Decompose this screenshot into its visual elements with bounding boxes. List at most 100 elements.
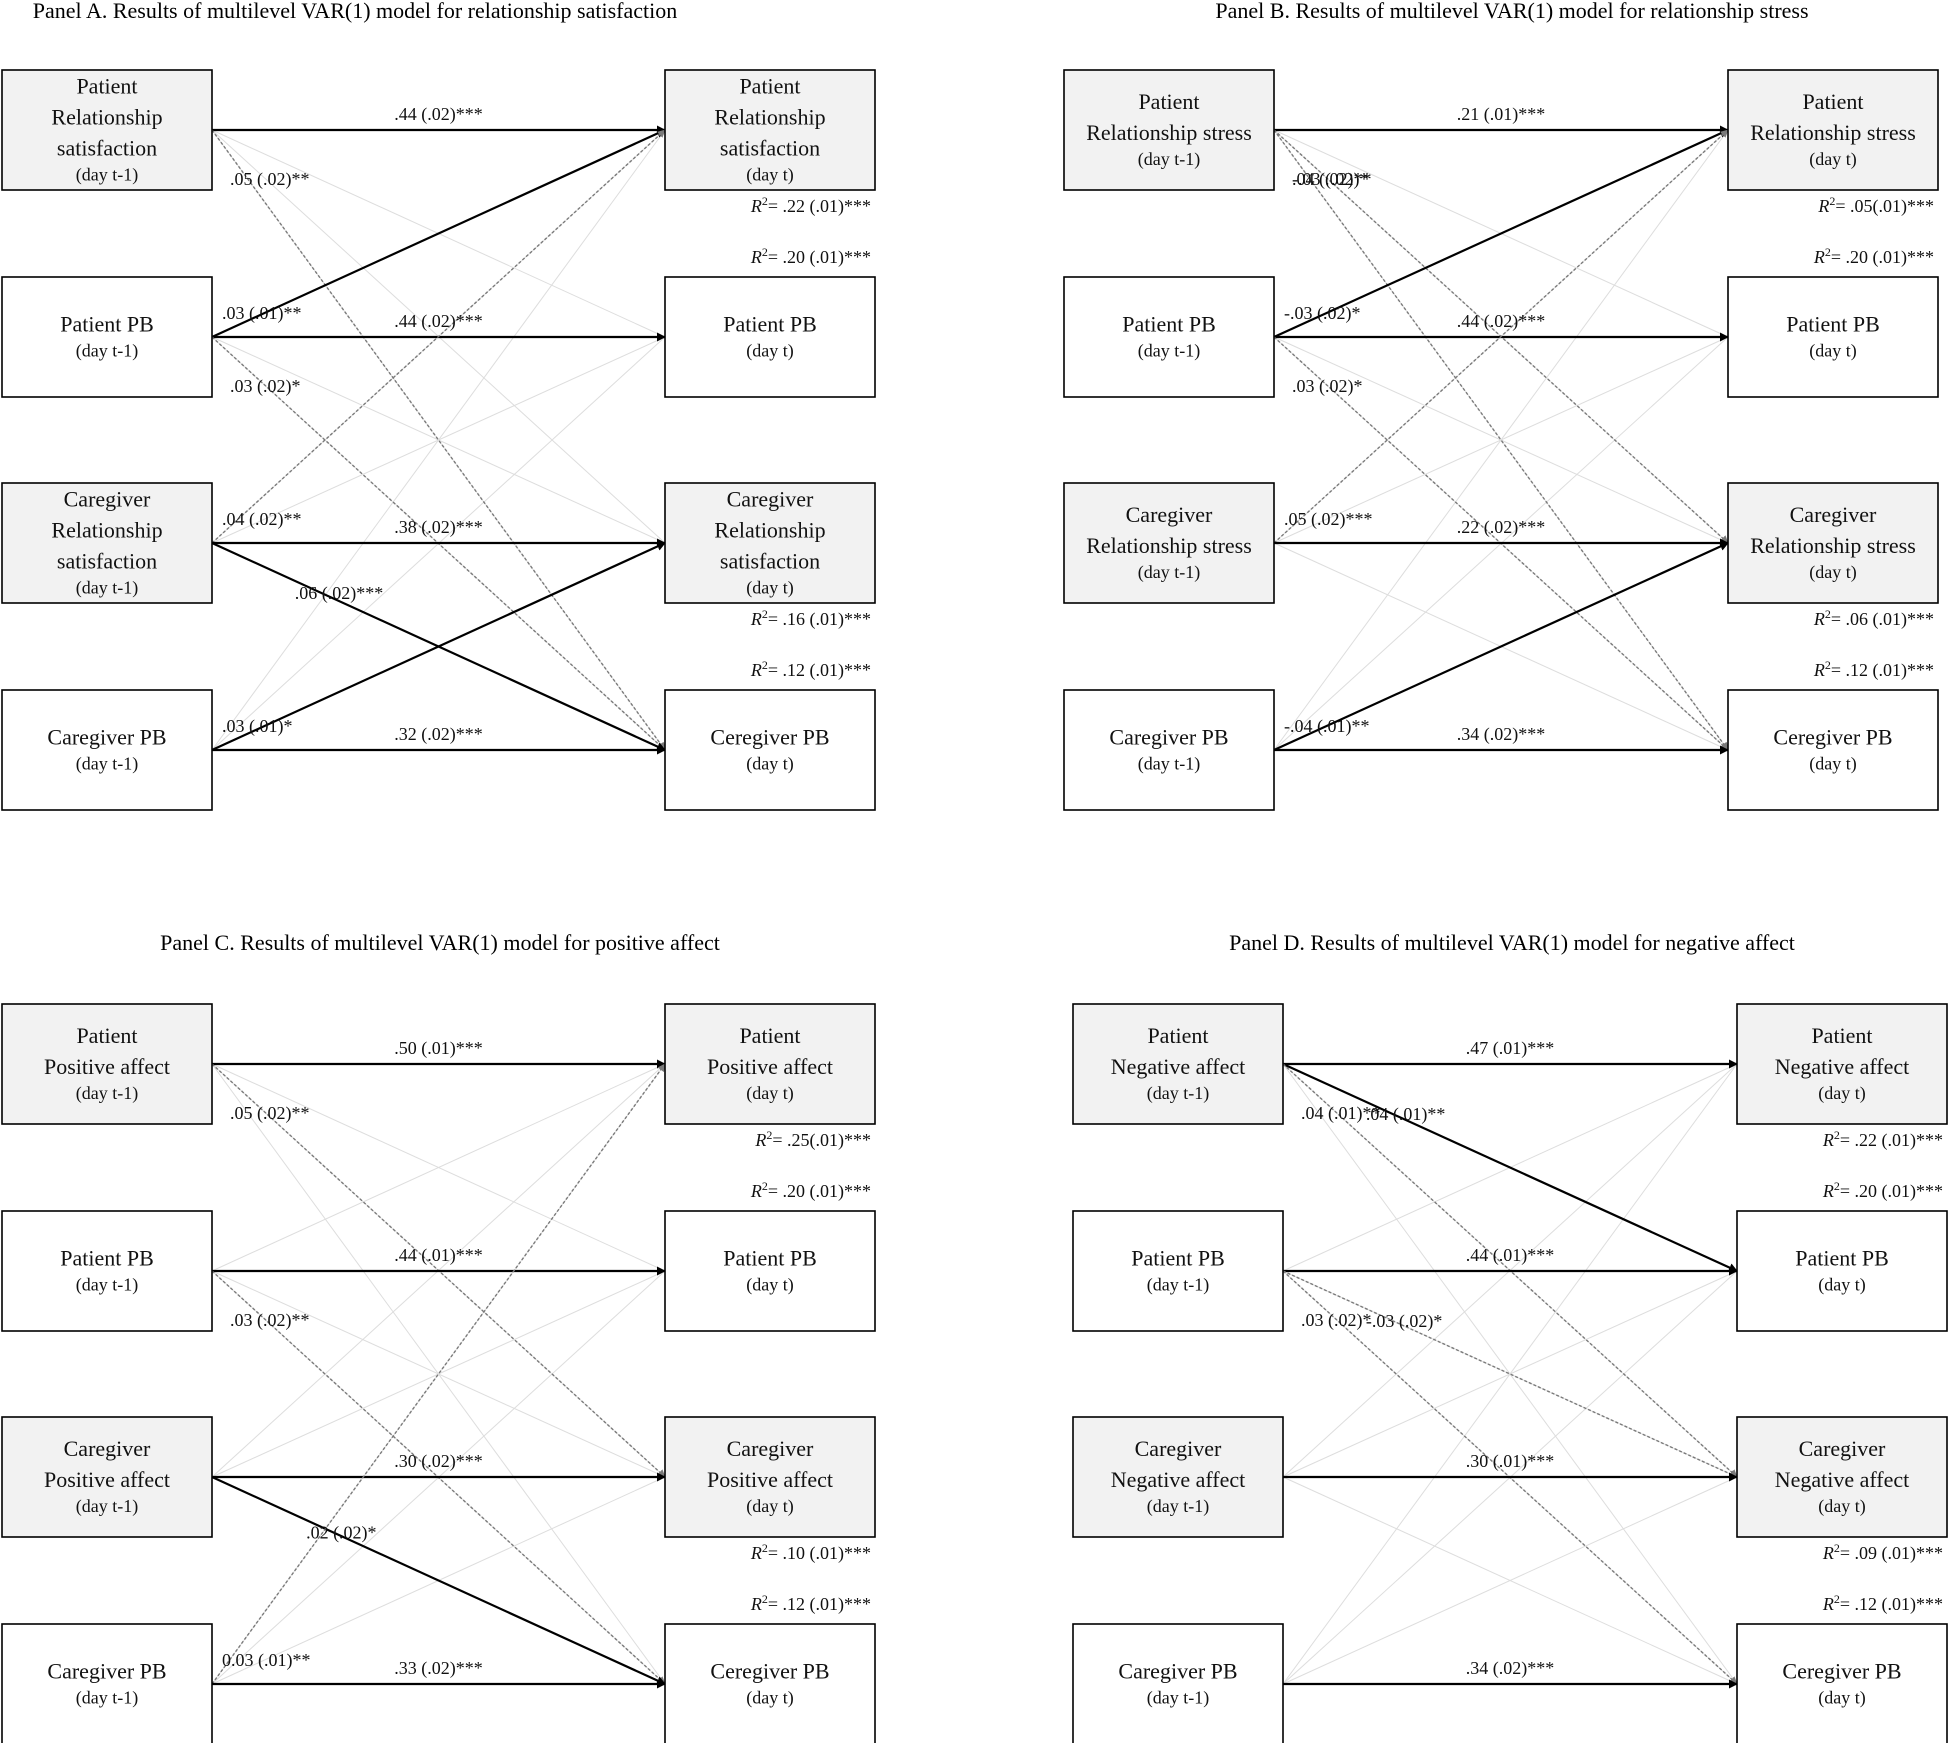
r-squared-symbol: R xyxy=(754,1130,766,1150)
node-time-label: (day t) xyxy=(1809,341,1856,362)
panel-c-path-label: .44 (.01)*** xyxy=(394,1245,483,1266)
panel-a-path-label: .44 (.02)*** xyxy=(394,311,483,332)
panel-d-left-node-patient-pb: Patient PB(day t-1) xyxy=(1072,1210,1284,1332)
node-label: Caregiver xyxy=(1790,502,1877,527)
panel-b-path-label: .03 (.02)* xyxy=(1292,376,1363,397)
panel-b-left-node-caregiver-pb: Caregiver PB(day t-1) xyxy=(1063,689,1275,811)
node-label: Caregiver xyxy=(1135,1436,1222,1461)
node-time-label: (day t-1) xyxy=(1138,562,1200,583)
node-time-label: (day t-1) xyxy=(76,1688,138,1709)
node-label: Negative affect xyxy=(1775,1467,1910,1492)
node-time-label: (day t-1) xyxy=(1138,341,1200,362)
panel-c-path-label: .30 (.02)*** xyxy=(394,1451,483,1472)
node-label: satisfaction xyxy=(720,136,820,161)
node-time-label: (day t-1) xyxy=(1147,1688,1209,1709)
panel-c-path-2-to-3 xyxy=(211,1475,666,1686)
r-squared-symbol: R xyxy=(1813,609,1825,629)
panel-a-left-node-patient-pb: Patient PB (day t-1) xyxy=(1,276,213,398)
r-squared-superscript: 2 xyxy=(1834,1541,1840,1555)
panel-a-r-squared: R2= .16 (.01)*** xyxy=(750,607,871,630)
panel-b-path-label: -.03 (.02)* xyxy=(1292,169,1368,190)
panel-c-left-node-caregiver-pb: Caregiver PB (day t-1) xyxy=(1,1623,213,1743)
node-label: Relationship xyxy=(51,105,162,130)
panel-b-r-squared: R2= .06 (.01)*** xyxy=(1813,607,1934,630)
r-squared-value: = .12 (.01)*** xyxy=(1840,1594,1943,1615)
node-time-label: (day t) xyxy=(746,754,793,775)
panel-d-left-node-caregiver-pb: Caregiver PB(day t-1) xyxy=(1072,1623,1284,1743)
node-time-label: (day t) xyxy=(1809,754,1856,775)
panel-c-right-node-patient-pb: Patient PB(day t) xyxy=(664,1210,876,1332)
panel-d-path-label: .04 (.01)** xyxy=(1301,1103,1381,1124)
r-squared-symbol: R xyxy=(750,660,762,680)
panel-b-left-node-patient-pb: Patient PB (day t-1) xyxy=(1063,276,1275,398)
node-time-label: (day t-1) xyxy=(76,578,138,599)
node-label: Patient xyxy=(739,74,800,99)
r-squared-symbol: R xyxy=(750,196,762,216)
panel-d-right-node-patient-pb: Patient PB(day t) xyxy=(1736,1210,1948,1332)
node-time-label: (day t) xyxy=(746,1275,793,1296)
r-squared-symbol: R xyxy=(1822,1130,1834,1150)
panel-c-path-label: .33 (.02)*** xyxy=(394,1658,483,1679)
r-squared-symbol: R xyxy=(750,1543,762,1563)
panel-b-r-squared: R2= .12 (.01)*** xyxy=(1813,658,1934,681)
r-squared-symbol: R xyxy=(1822,1543,1834,1563)
panel-c-r-squared: R2= .10 (.01)*** xyxy=(750,1541,871,1564)
r-squared-symbol: R xyxy=(1813,660,1825,680)
node-label: Patient xyxy=(76,1023,137,1048)
panel-d-r-squared: R2= .20 (.01)*** xyxy=(1822,1179,1943,1202)
node-label: Patient xyxy=(1802,89,1863,114)
panel-b-r-squared: R2= .20 (.01)*** xyxy=(1813,245,1934,268)
node-time-label: (day t-1) xyxy=(76,341,138,362)
panel-a-path-1-to-0 xyxy=(211,128,666,339)
r-squared-value: = .20 (.01)*** xyxy=(768,247,871,268)
panel-d-r-squared: R2= .22 (.01)*** xyxy=(1822,1128,1943,1151)
panel-c-path-label: 0.03 (.01)** xyxy=(222,1650,311,1671)
panel-a-path-3-to-2 xyxy=(211,541,666,752)
panel-c-path-label: .05 (.02)** xyxy=(230,1103,310,1124)
r-squared-symbol: R xyxy=(750,1181,762,1201)
node-label: Positive affect xyxy=(707,1467,833,1492)
node-label: Caregiver xyxy=(727,487,814,512)
node-time-label: (day t) xyxy=(746,341,793,362)
r-squared-superscript: 2 xyxy=(1829,194,1835,208)
panel-a-right-node-patient-pb: Patient PB(day t) xyxy=(664,276,876,398)
node-time-label: (day t-1) xyxy=(76,1275,138,1296)
panel-b-path-label: .22 (.02)*** xyxy=(1457,517,1546,538)
r-squared-superscript: 2 xyxy=(762,194,768,208)
r-squared-value: = .12 (.01)*** xyxy=(768,1594,871,1615)
panel-d-right-node-ceregiver-pb: Ceregiver PB(day t) xyxy=(1736,1623,1948,1743)
node-label: Positive affect xyxy=(707,1054,833,1079)
node-label: Negative affect xyxy=(1111,1467,1246,1492)
panel-c-path-3-to-0 xyxy=(211,1063,666,1685)
panel-b-right-node-ceregiver-pb: Ceregiver PB(day t) xyxy=(1727,689,1939,811)
panel-b-path-label: .44 (.02)*** xyxy=(1457,311,1546,332)
node-time-label: (day t-1) xyxy=(1138,149,1200,170)
panel-b-path-label: .21 (.01)*** xyxy=(1457,104,1546,125)
node-label: Caregiver PB xyxy=(1109,725,1228,750)
node-label: Patient PB xyxy=(60,1246,154,1271)
panel-c-title: Panel C. Results of multilevel VAR(1) mo… xyxy=(160,930,720,955)
r-squared-symbol: R xyxy=(750,247,762,267)
panel-d-path-label: .47 (.01)*** xyxy=(1466,1038,1555,1059)
node-label: Patient xyxy=(76,74,137,99)
node-label: Patient PB xyxy=(60,312,154,337)
panel-c-r-squared: R2= .12 (.01)*** xyxy=(750,1592,871,1615)
r-squared-superscript: 2 xyxy=(1825,607,1831,621)
node-label: Caregiver PB xyxy=(47,1659,166,1684)
panel-a-path-2-to-0 xyxy=(211,129,666,544)
panel-c-r-squared: R2= .25(.01)*** xyxy=(754,1128,871,1151)
panel-d-path-1-to-2 xyxy=(1282,1270,1738,1478)
panel-a-path-label: .32 (.02)*** xyxy=(394,724,483,745)
r-squared-superscript: 2 xyxy=(762,1541,768,1555)
node-label: Patient PB xyxy=(1122,312,1216,337)
panel-d-path-label: .34 (.02)*** xyxy=(1466,1658,1555,1679)
